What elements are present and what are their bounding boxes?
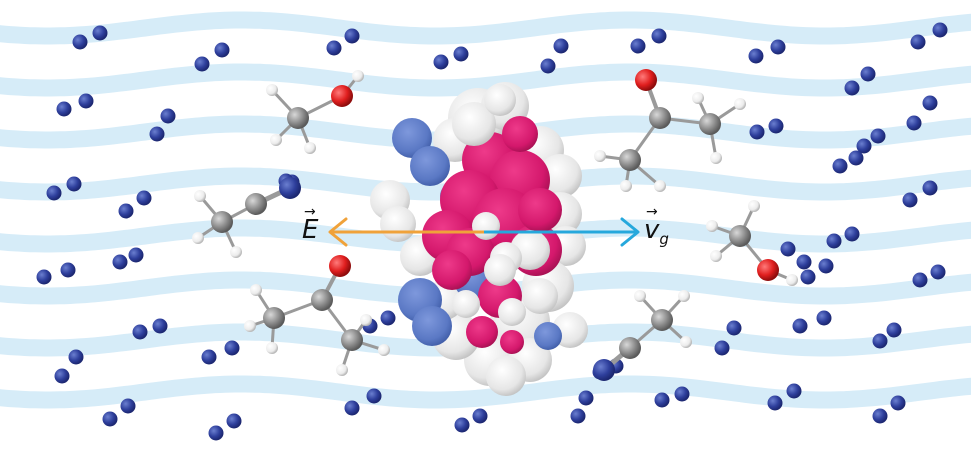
protein-surface-patch — [486, 356, 526, 396]
nitrogen-molecule-icon — [826, 226, 860, 249]
nitrogen-molecule-icon — [344, 388, 382, 416]
protein-surface-patch — [466, 316, 498, 348]
protein-surface-patch — [502, 116, 538, 152]
protein-surface-patch — [452, 102, 496, 146]
nitrogen-molecule-icon — [72, 25, 108, 50]
nitrogen-molecule-icon — [780, 241, 812, 270]
acetone-molecule-icon — [244, 255, 390, 376]
nitrogen-molecules — [36, 22, 948, 441]
nitrogen-molecule-icon — [570, 390, 594, 424]
nitrogen-molecule-icon — [36, 262, 76, 285]
protein-surface-patch — [484, 254, 516, 286]
nitrogen-molecule-icon — [856, 128, 886, 154]
methanol-molecule-icon — [706, 200, 798, 286]
methanol-molecule-icon — [266, 70, 364, 154]
protein-surface-icon — [370, 82, 588, 396]
protein-surface-patch — [432, 250, 472, 290]
nitrogen-molecule-icon — [56, 93, 94, 117]
wave-band — [0, 63, 971, 97]
nitrogen-molecule-icon — [454, 408, 488, 433]
nitrogen-molecule-icon — [54, 349, 84, 384]
drift-velocity-arrow — [484, 217, 640, 247]
nitrogen-molecule-icon — [844, 66, 876, 96]
nitrogen-molecule-icon — [132, 318, 168, 340]
nitrogen-molecule-icon — [112, 247, 144, 270]
acetone-molecule-icon — [594, 69, 746, 192]
nitrogen-molecule-icon — [872, 322, 902, 349]
protein-surface-patch — [452, 290, 480, 318]
solvent-molecules — [192, 69, 798, 381]
nitrogen-molecule-icon — [46, 176, 82, 201]
nitrogen-molecule-icon — [906, 95, 938, 131]
electric-field-label: →E — [302, 204, 319, 245]
acetonitrile-molecule-icon — [593, 290, 692, 381]
drift-velocity-label: →vg — [644, 204, 669, 249]
wave-band — [0, 11, 971, 45]
nitrogen-molecule-icon — [832, 150, 864, 174]
protein-surface-patch — [484, 84, 516, 116]
protein-surface-patch — [500, 330, 524, 354]
nitrogen-molecule-icon — [714, 320, 742, 356]
nitrogen-molecule-icon — [433, 46, 469, 70]
nitrogen-molecule-icon — [326, 28, 360, 56]
protein-surface-patch — [472, 212, 500, 240]
nitrogen-molecule-icon — [792, 310, 832, 334]
nitrogen-molecule-icon — [767, 383, 802, 411]
wave-band — [0, 375, 971, 409]
nitrogen-molecule-icon — [149, 108, 176, 142]
protein-surface-patch — [410, 146, 450, 186]
protein-surface-patch — [380, 206, 416, 242]
nitrogen-molecule-icon — [208, 413, 242, 441]
nitrogen-molecule-icon — [800, 258, 834, 285]
nitrogen-molecule-icon — [201, 340, 240, 365]
nitrogen-molecule-icon — [748, 39, 786, 64]
protein-surface-patch — [498, 298, 526, 326]
nitrogen-molecule-icon — [630, 28, 667, 54]
protein-surface-patch — [534, 322, 562, 350]
nitrogen-molecule-icon — [194, 42, 230, 72]
nitrogen-molecule-icon — [654, 386, 690, 408]
nitrogen-molecule-icon — [912, 264, 946, 288]
protein-surface-patch — [412, 306, 452, 346]
electric-field-arrow — [328, 217, 484, 247]
nitrogen-molecule-icon — [118, 190, 152, 219]
nitrogen-molecule-icon — [540, 38, 569, 74]
nitrogen-molecule-icon — [872, 395, 906, 424]
nitrogen-molecule-icon — [902, 180, 938, 208]
nitrogen-molecule-icon — [910, 22, 948, 50]
nitrogen-molecule-icon — [749, 118, 784, 140]
protein-surface-patch — [522, 278, 558, 314]
acetonitrile-molecule-icon — [192, 177, 301, 258]
protein-surface-patch — [518, 188, 562, 232]
nitrogen-molecule-icon — [102, 398, 136, 427]
